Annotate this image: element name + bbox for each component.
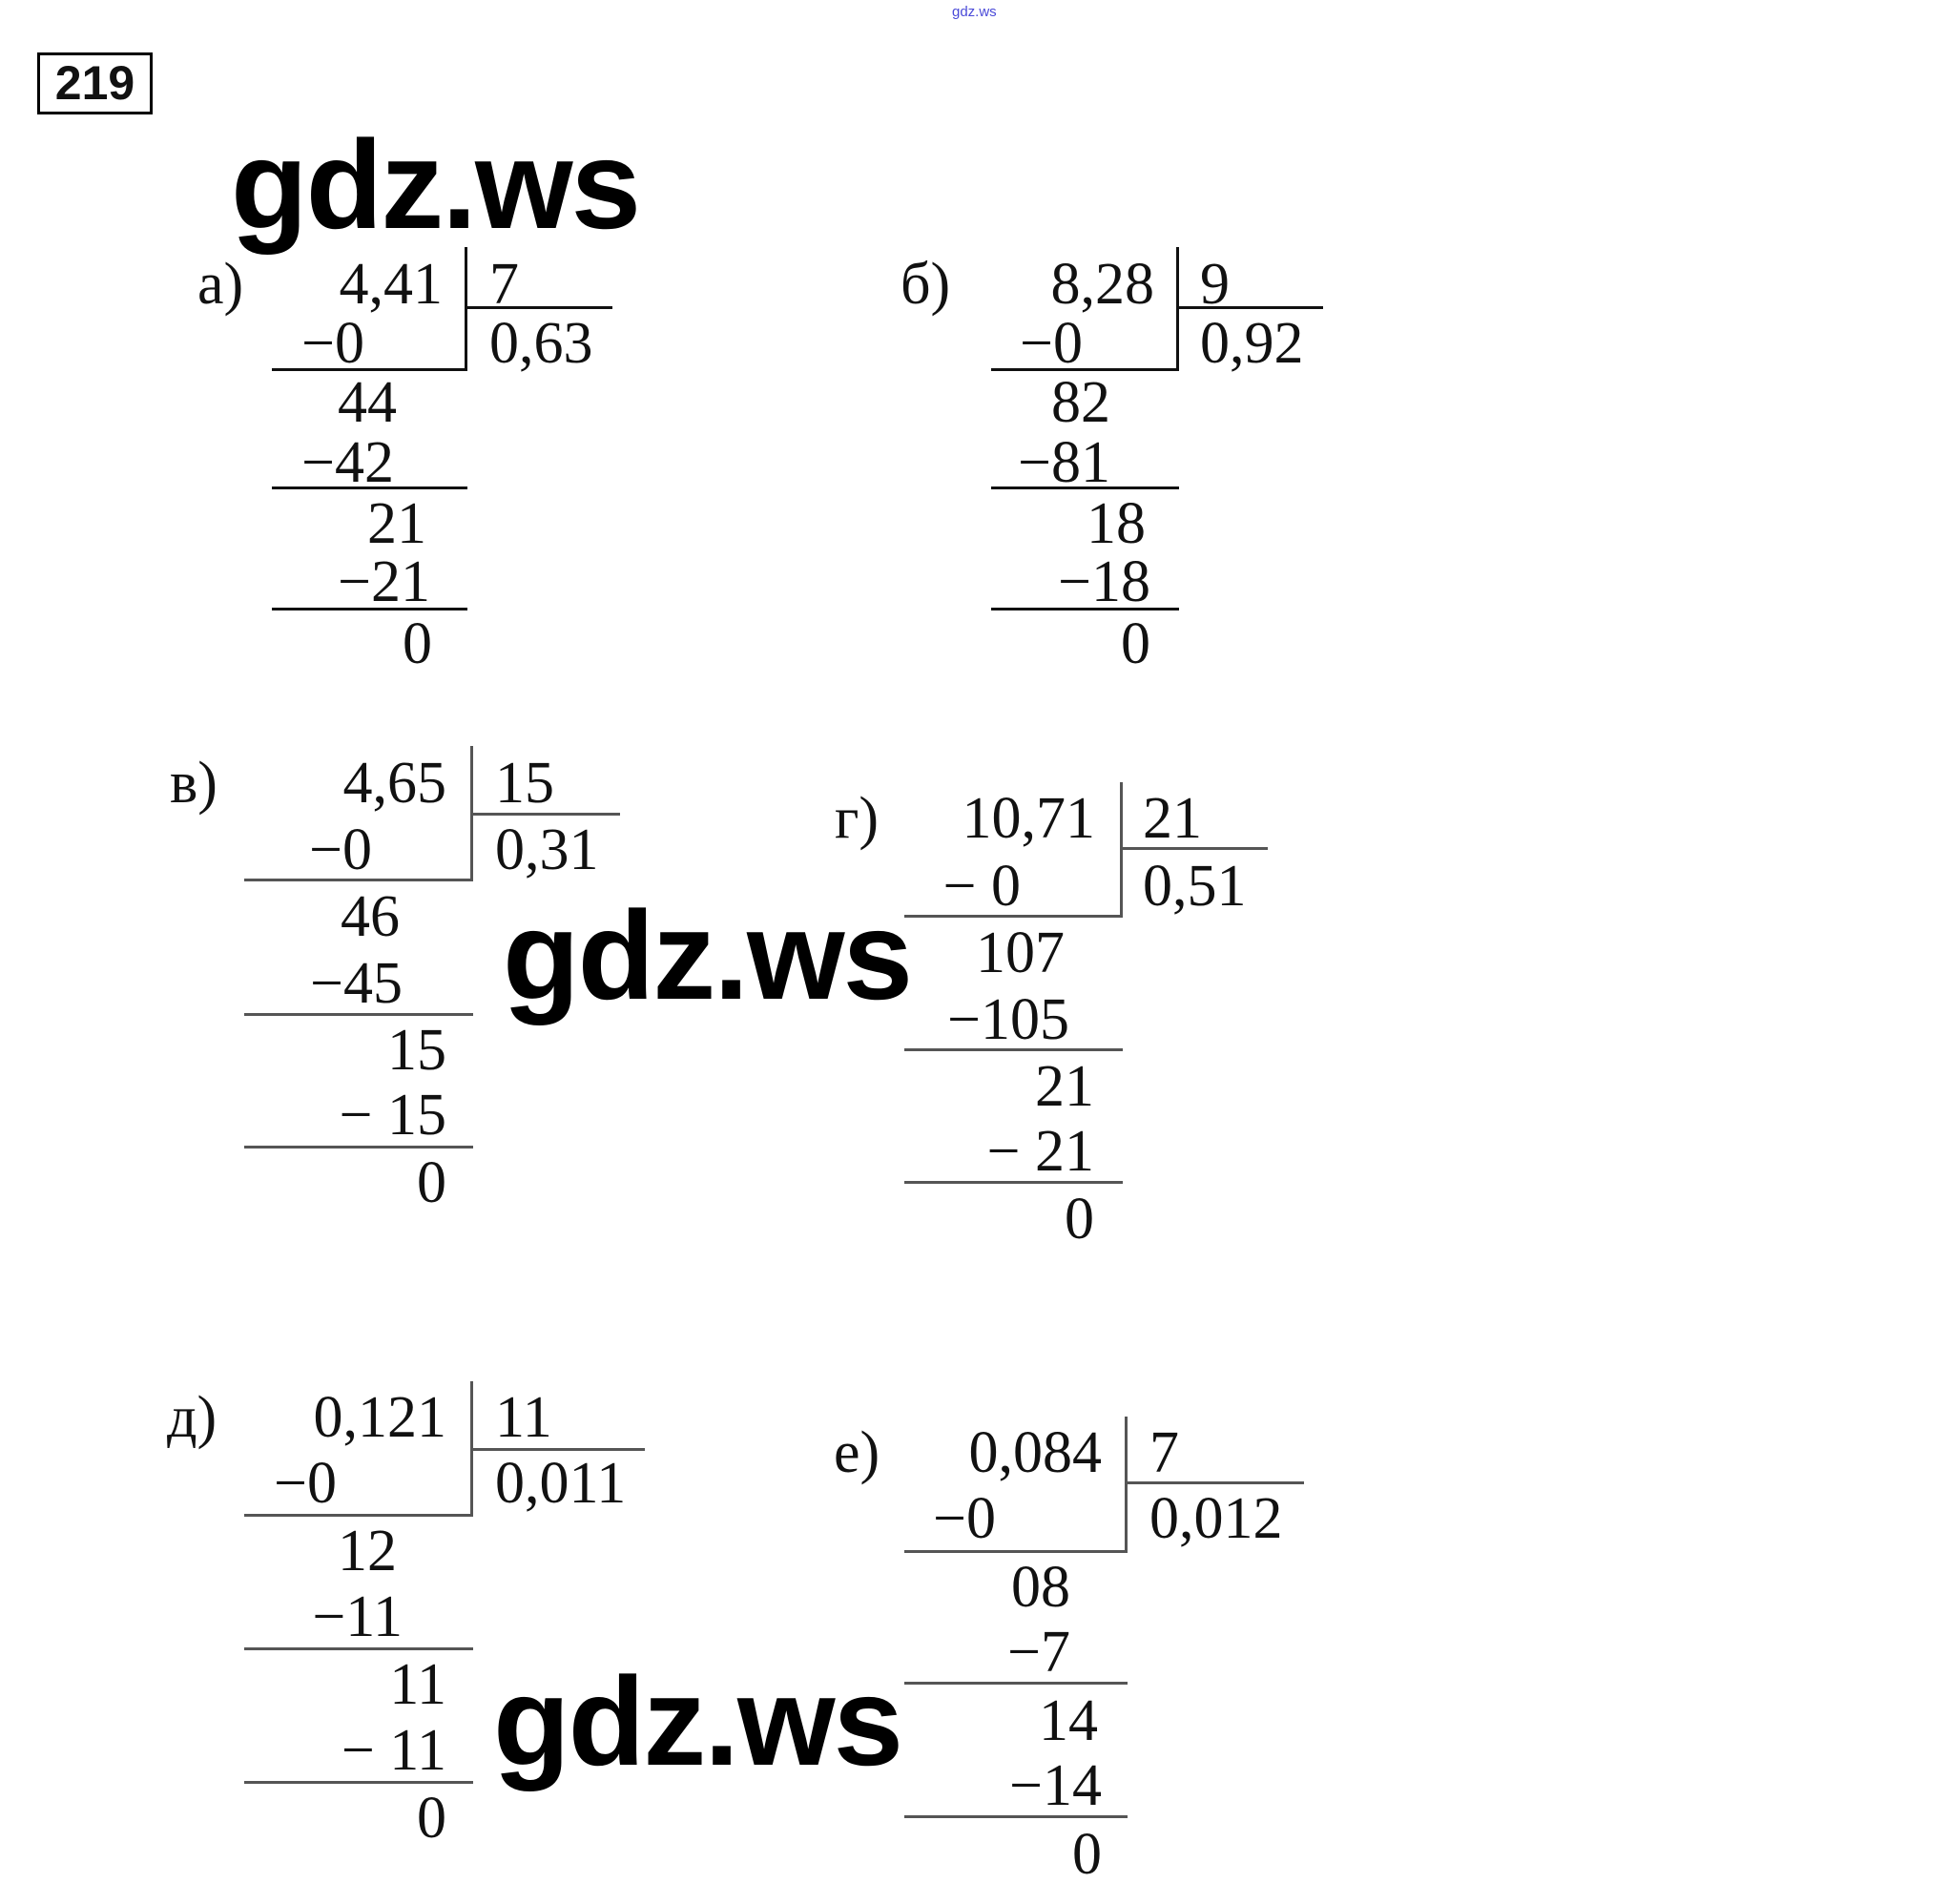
site-watermark-small: gdz.ws — [952, 4, 997, 20]
step: −7 — [1007, 1620, 1070, 1685]
step-line — [904, 915, 1123, 918]
quotient: 0,012 — [1149, 1486, 1283, 1551]
step-line — [272, 486, 467, 489]
step: −14 — [1009, 1753, 1102, 1818]
step-line — [244, 1013, 473, 1016]
dividend: 10,71 — [962, 786, 1096, 851]
divisor-line — [1176, 306, 1323, 309]
watermark: gdz.ws — [503, 885, 913, 1025]
step: −105 — [947, 987, 1069, 1052]
quotient: 0,92 — [1200, 311, 1304, 376]
step: − 15 — [339, 1083, 446, 1148]
remainder: 0 — [1065, 1187, 1094, 1252]
remainder: 0 — [417, 1150, 446, 1215]
step: 21 — [367, 491, 426, 556]
step: 08 — [1011, 1555, 1070, 1620]
step: −18 — [1058, 549, 1150, 614]
watermark: gdz.ws — [493, 1651, 903, 1791]
dividend: 0,121 — [313, 1385, 447, 1450]
step: −21 — [338, 549, 430, 614]
step: − 21 — [986, 1119, 1094, 1184]
remainder: 0 — [1072, 1822, 1102, 1887]
problem-label: г) — [835, 786, 880, 851]
quotient: 0,63 — [489, 311, 593, 376]
step-line — [272, 368, 467, 371]
step-line — [904, 1048, 1123, 1051]
problem-label: б) — [901, 252, 951, 317]
step: 14 — [1039, 1688, 1098, 1753]
divisor-line — [465, 306, 612, 309]
step: − 11 — [341, 1718, 446, 1783]
divisor-line — [470, 1448, 645, 1451]
step: − 0 — [942, 854, 1021, 919]
step: 82 — [1051, 370, 1110, 435]
step: −0 — [933, 1486, 996, 1551]
divisor: 21 — [1143, 786, 1202, 851]
step-line — [244, 879, 473, 881]
divisor-line — [1125, 1481, 1304, 1484]
watermark: gdz.ws — [231, 114, 641, 255]
divisor: 9 — [1200, 252, 1230, 317]
exercise-number: 219 — [37, 52, 153, 114]
step-line — [272, 608, 467, 611]
step-line — [904, 1682, 1128, 1685]
problem-label: д) — [167, 1385, 217, 1450]
quotient: 0,51 — [1143, 854, 1247, 919]
step-line — [244, 1514, 473, 1517]
remainder: 0 — [403, 611, 432, 676]
divisor: 15 — [495, 751, 554, 816]
dividend: 4,65 — [342, 751, 447, 816]
problem-label: е) — [834, 1420, 880, 1485]
dividend: 8,28 — [1050, 252, 1155, 317]
step: −0 — [301, 311, 364, 376]
divisor-line — [470, 813, 620, 816]
step: 46 — [341, 884, 400, 949]
step: 12 — [338, 1519, 397, 1583]
step: 44 — [338, 370, 397, 435]
divisor-line — [1120, 847, 1268, 850]
step: −0 — [274, 1451, 337, 1516]
dividend: 0,084 — [968, 1420, 1103, 1485]
divisor: 11 — [495, 1385, 552, 1450]
step-line — [991, 608, 1179, 611]
quotient: 0,011 — [495, 1451, 627, 1516]
step: −81 — [1018, 430, 1110, 495]
dividend: 4,41 — [339, 252, 444, 317]
step-line — [904, 1550, 1128, 1553]
quotient: 0,31 — [495, 817, 599, 882]
step: 107 — [976, 921, 1065, 985]
step-line — [991, 368, 1179, 371]
step: −11 — [312, 1584, 403, 1649]
step: −45 — [310, 951, 403, 1016]
step-line — [904, 1181, 1123, 1184]
remainder: 0 — [1121, 611, 1150, 676]
step-line — [244, 1647, 473, 1650]
remainder: 0 — [417, 1786, 446, 1851]
step: −42 — [301, 430, 394, 495]
step-line — [991, 486, 1179, 489]
divisor: 7 — [489, 252, 519, 317]
step-line — [244, 1781, 473, 1784]
step-line — [904, 1815, 1128, 1818]
step: −0 — [1020, 311, 1083, 376]
step-line — [244, 1146, 473, 1149]
problem-label: а) — [197, 252, 244, 317]
problem-label: в) — [170, 751, 217, 816]
step: 15 — [387, 1018, 446, 1083]
step: 11 — [389, 1652, 446, 1717]
step: 21 — [1035, 1054, 1094, 1119]
step: −0 — [309, 817, 372, 882]
divisor: 7 — [1149, 1420, 1179, 1485]
step: 18 — [1087, 491, 1146, 556]
